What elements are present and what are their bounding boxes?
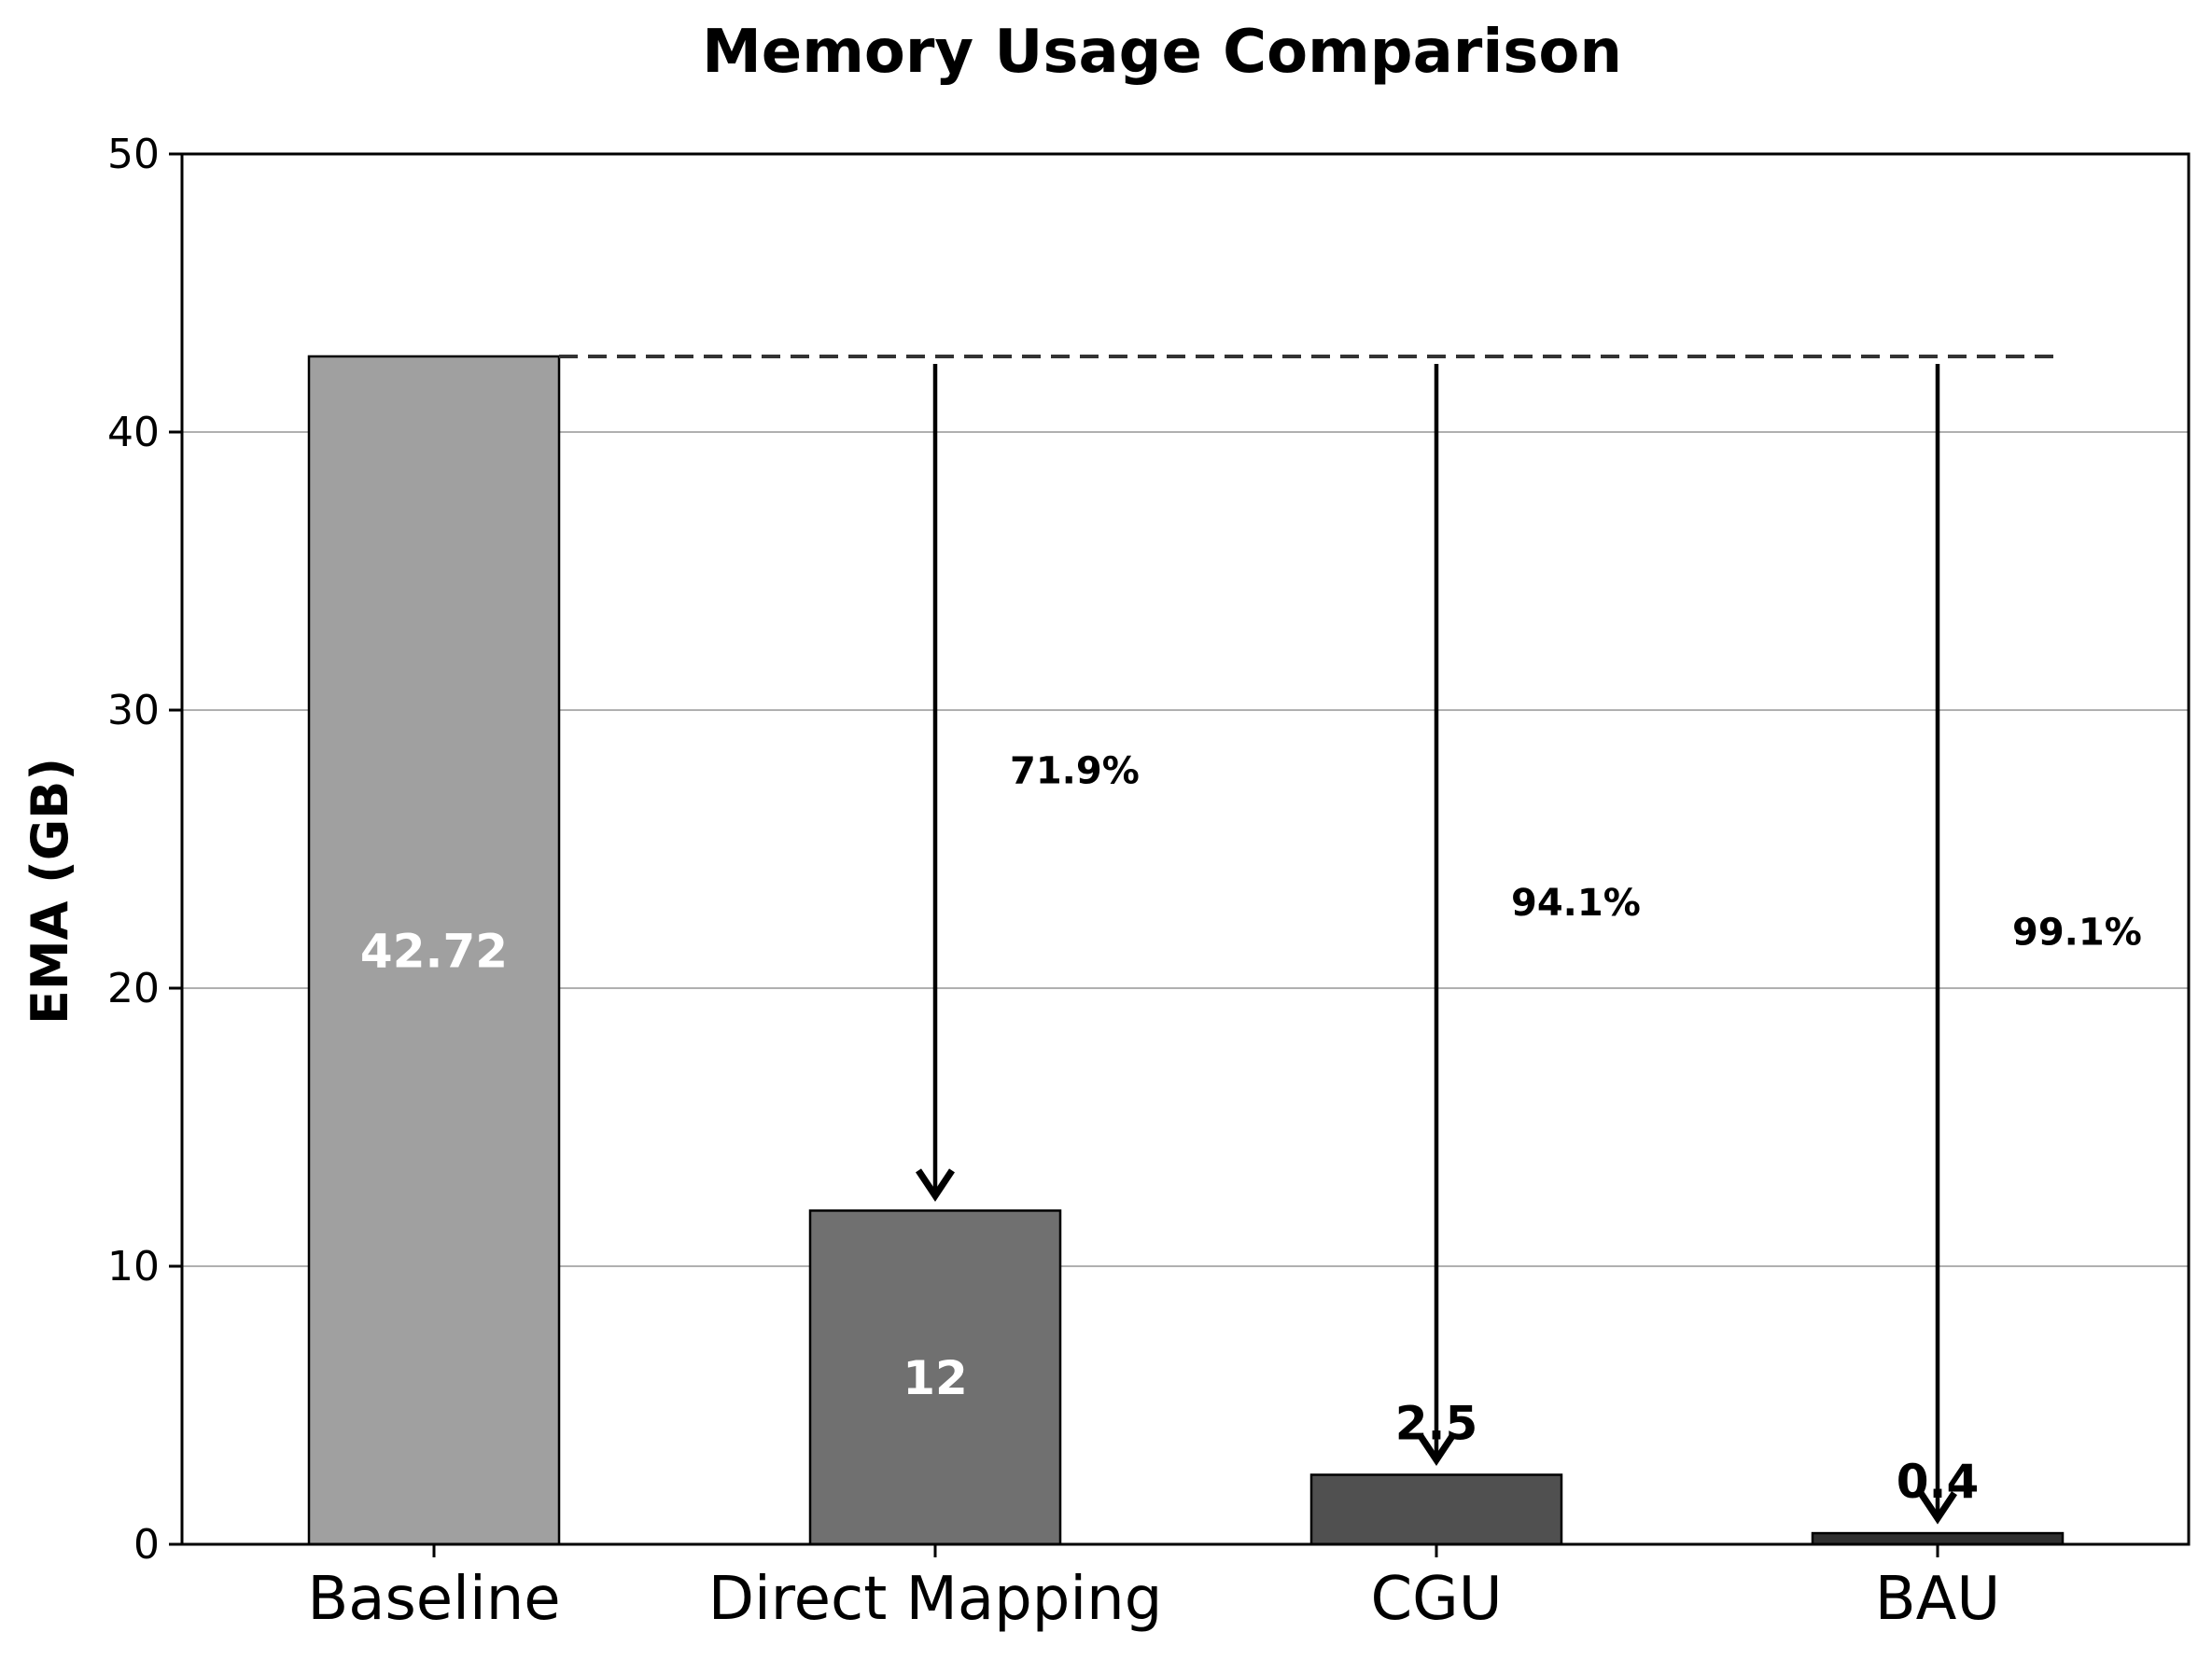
baseline-reference	[559, 354, 2063, 1525]
reduction-label: 71.9%	[1010, 750, 1140, 793]
reduction-label: 94.1%	[1511, 882, 1641, 925]
bar-bau	[1811, 1531, 2065, 1546]
plot-frame	[180, 152, 2191, 1546]
y-tick-label: 20	[107, 965, 160, 1012]
bars	[307, 355, 2065, 1546]
value-labels: 71.9% 94.1% 99.1% 42.72 12 2.5 0.4	[360, 750, 2142, 1509]
bar-baseline	[307, 355, 561, 1546]
x-tick-label: Direct Mapping	[708, 1565, 1163, 1634]
value-label: 12	[903, 1351, 968, 1405]
y-axis-label: EMA (GB)	[21, 758, 79, 1025]
x-tick-label: Baseline	[307, 1565, 560, 1634]
bar-cgu	[1309, 1473, 1563, 1546]
y-tick-label: 50	[107, 131, 160, 178]
y-tick-label: 0	[133, 1521, 160, 1569]
chart-title: Memory Usage Comparison	[702, 18, 1622, 87]
y-tick-label: 10	[107, 1243, 160, 1290]
value-label: 0.4	[1897, 1455, 1980, 1509]
x-tick-label: BAU	[1875, 1565, 2001, 1634]
y-tick-label: 40	[107, 409, 160, 456]
reduction-label: 99.1%	[2012, 912, 2142, 955]
x-tick-label: CGU	[1370, 1565, 1502, 1634]
y-tick-label: 30	[107, 687, 160, 734]
value-label: 2.5	[1395, 1397, 1478, 1451]
value-label: 42.72	[360, 924, 508, 978]
